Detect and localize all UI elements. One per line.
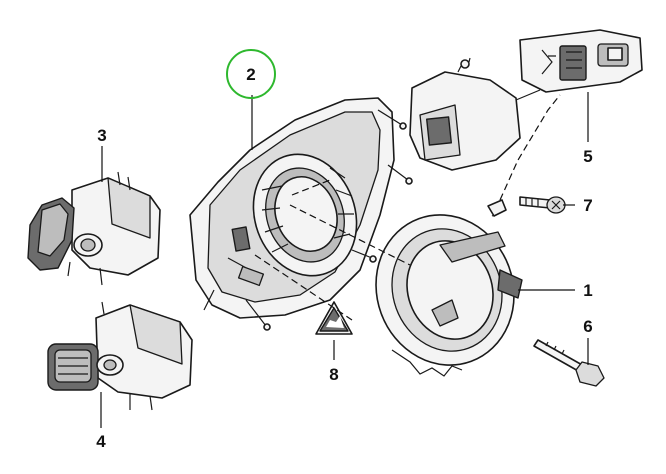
callout-1: 1 (583, 281, 592, 300)
highlight-circle (226, 49, 276, 99)
part-4-wiper-switch[interactable] (47, 301, 193, 411)
callout-5: 5 (583, 147, 592, 166)
assembly-lines (254, 94, 561, 321)
callout-2: 2 (246, 65, 255, 84)
part-5-cruise-control-switch[interactable] (409, 29, 643, 171)
part-8-warning-label[interactable] (315, 301, 353, 335)
callout-6: 6 (583, 317, 592, 336)
part-1-clock-spring[interactable] (355, 195, 535, 384)
leader-lines (100, 92, 589, 428)
callout-8: 8 (329, 365, 338, 384)
callout-3: 3 (97, 126, 106, 145)
callout-7: 7 (583, 196, 592, 215)
callout-4: 4 (96, 432, 106, 451)
part-7-screw[interactable] (519, 196, 566, 214)
part-6-bolt[interactable] (533, 339, 605, 387)
part-3-turn-signal-switch[interactable] (27, 171, 161, 286)
